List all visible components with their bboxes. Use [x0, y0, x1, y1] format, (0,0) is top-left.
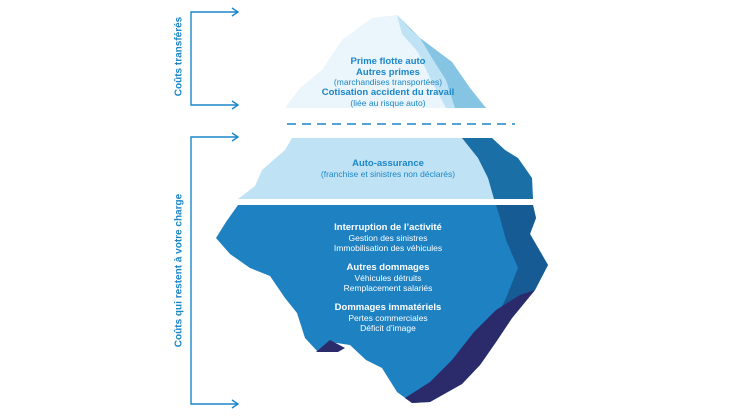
tip-line-risque-auto: (liée au risque auto)	[350, 98, 426, 108]
tip-line-cotisation: Cotisation accident du travail	[321, 87, 455, 98]
base-group1-item2: Immobilisation des véhicules	[333, 243, 443, 253]
arrowhead-band	[231, 132, 240, 142]
base-group3-title: Dommages immatériels	[334, 302, 442, 313]
base-group3-item2: Déficit d’image	[360, 323, 416, 333]
bracket-transferred	[190, 7, 240, 110]
band-title: Auto-assurance	[352, 158, 424, 169]
iceberg-tip-shadow	[397, 15, 486, 108]
arrowhead-bottom	[231, 399, 240, 409]
iceberg-base-deep	[405, 290, 535, 403]
iceberg-band	[238, 138, 533, 199]
bracket-remaining	[190, 132, 240, 409]
bracket-transferred-line	[190, 11, 237, 106]
arrowhead-mid	[231, 100, 240, 110]
base-group2-item1: Véhicules détruits	[354, 273, 422, 283]
iceberg-base-dark	[470, 205, 548, 370]
band-subtitle: (franchise et sinistres non déclarés)	[320, 169, 456, 179]
tip-line-marchandises: (marchandises transportées)	[333, 77, 443, 87]
tip-line-autres-primes: Autres primes	[356, 67, 420, 78]
base-group2-title: Autres dommages	[346, 262, 430, 273]
iceberg-band-shadow	[462, 138, 533, 199]
tip-line-prime-flotte: Prime flotte auto	[350, 56, 426, 67]
label-remaining-costs: Coûts qui restent à votre charge	[173, 193, 185, 348]
iceberg-base-notch	[316, 340, 345, 352]
base-group1-title: Interruption de l’activité	[334, 222, 442, 233]
base-group1-item1: Gestion des sinistres	[348, 233, 428, 243]
base-group2-item2: Remplacement salariés	[343, 283, 433, 293]
label-transferred-costs: Coûts transférés	[173, 16, 185, 97]
bracket-remaining-line	[190, 136, 237, 405]
base-group3-item1: Pertes commerciales	[348, 313, 428, 323]
arrowhead-top	[231, 7, 240, 17]
